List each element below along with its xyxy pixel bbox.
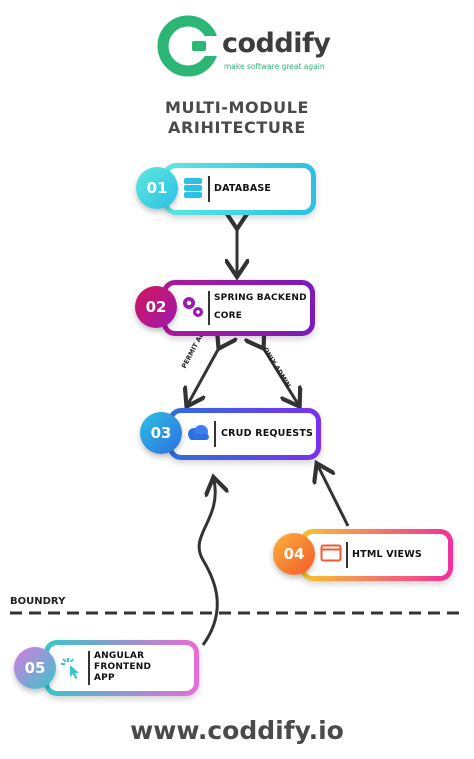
diagram-title-line1: MULTI-MODULE (164, 98, 310, 117)
coddify-logo-icon (157, 15, 220, 77)
module-label-angular-line2: FRONTEND (94, 662, 152, 672)
module-number-04: 04 (273, 533, 315, 575)
diagram-title-line2: ARIHITECTURE (168, 118, 306, 137)
cursor-click-icon (61, 658, 79, 679)
browser-window-icon (320, 544, 342, 562)
arrow-html-crud (318, 466, 350, 527)
module-label-spring-line2: CORE (214, 311, 243, 321)
module-label-database: DATABASE (214, 183, 272, 194)
arrow-only-admin (262, 346, 298, 404)
boundary-label: BOUNDRY (10, 596, 66, 607)
module-number-05: 05 (14, 647, 56, 689)
gears-icon (183, 297, 203, 317)
divider-02 (208, 291, 210, 325)
module-number-01: 01 (136, 167, 178, 209)
divider-05 (88, 651, 90, 685)
arrow-permit-all (188, 346, 220, 404)
brand-name: coddify (222, 28, 331, 59)
module-number-03: 03 (140, 412, 182, 454)
database-icon (184, 178, 202, 198)
module-label-html-views: HTML VIEWS (352, 549, 422, 560)
module-label-crud: CRUD REQUESTS (221, 428, 314, 439)
brand-tagline: make software great again (224, 62, 325, 71)
module-label-spring-line1: SPRING BACKEND (214, 293, 307, 303)
divider-01 (208, 176, 210, 202)
module-label-angular-line3: APP (94, 673, 115, 683)
module-number-02: 02 (135, 286, 177, 328)
cloud-icon (188, 425, 209, 440)
module-card-html-views (300, 529, 453, 581)
website-url[interactable]: www.coddify.io (130, 716, 344, 745)
divider-03 (214, 421, 216, 447)
module-label-angular-line1: ANGULAR (94, 651, 145, 661)
arrow-frontend-crud (197, 480, 217, 646)
divider-04 (346, 542, 348, 568)
